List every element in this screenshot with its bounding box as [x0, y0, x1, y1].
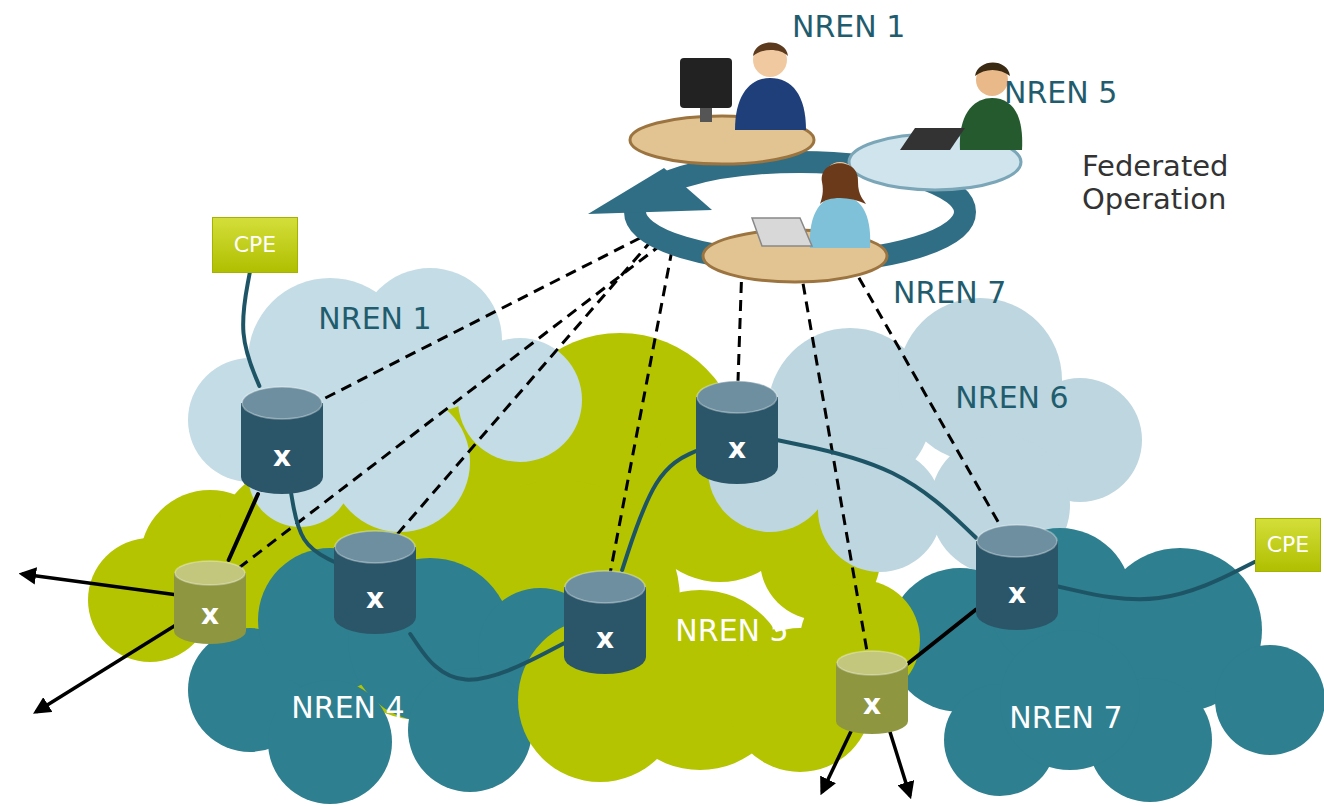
cloud-lobe	[1215, 645, 1324, 755]
nren-cloud-shape	[188, 268, 582, 532]
network-link	[622, 451, 696, 570]
network-name: NREN 6	[955, 381, 1068, 414]
operator-label: NREN 7	[893, 276, 1006, 311]
cylinder-top	[335, 531, 415, 563]
network-cloud: NREN 5	[667, 610, 797, 651]
laptop	[752, 218, 812, 246]
cloud-lobe	[1000, 630, 1140, 770]
router-mark: x	[201, 600, 219, 631]
operator-label: NREN 1	[792, 10, 905, 45]
router-mark: x	[366, 584, 384, 615]
operator-label: NREN 5	[1004, 76, 1117, 111]
operator-hair	[975, 63, 1010, 77]
cylinder-top	[565, 571, 645, 603]
cpe-label: CPE	[234, 233, 277, 257]
cloud-lobe	[330, 392, 470, 532]
router-mark: x	[728, 434, 746, 465]
router-mark: x	[596, 624, 614, 655]
cylinder-shape	[334, 530, 416, 634]
monitor	[680, 58, 732, 108]
network-link	[243, 273, 259, 386]
network-link	[908, 610, 976, 664]
dashed-link	[282, 238, 640, 420]
cylinder-shape	[564, 570, 646, 674]
router-cylinder: x	[976, 524, 1058, 630]
network-cloud: NREN 1	[310, 298, 440, 339]
operator-body	[735, 78, 806, 130]
cylinder-top	[837, 651, 907, 675]
network-name: NREN 4	[291, 691, 404, 724]
network-link	[410, 634, 564, 680]
operator-hair	[753, 43, 788, 57]
operator-head	[753, 43, 787, 77]
federated-operation-illustration	[588, 43, 1022, 283]
cycle-arrowhead	[588, 168, 712, 214]
dashed-link	[605, 250, 672, 600]
router-cylinder: x	[241, 386, 323, 494]
cloud-lobe	[458, 338, 582, 462]
operator-hair	[820, 163, 866, 204]
dashed-link	[800, 266, 872, 680]
dashed-link	[210, 244, 662, 590]
router-mark: x	[1008, 579, 1026, 610]
network-link	[1058, 562, 1255, 599]
cylinder-shape	[696, 380, 778, 484]
management-links	[210, 238, 1017, 680]
router-cylinder: x	[174, 560, 246, 644]
cloud-lobe	[518, 618, 682, 782]
network-name: NREN 1	[318, 302, 431, 335]
cylinder-shape	[241, 386, 323, 494]
cylinder-top	[175, 561, 245, 585]
network-name: NREN 5	[675, 614, 788, 647]
network-cloud: NREN 6	[947, 377, 1077, 418]
network-cloud: NREN 7	[1001, 697, 1131, 738]
monitor-stand	[700, 108, 712, 122]
cylinder-top	[242, 387, 322, 419]
router-cylinder: x	[836, 650, 908, 734]
cylinder-shape	[976, 524, 1058, 630]
router-cylinder: x	[564, 570, 646, 674]
cpe-label: CPE	[1267, 533, 1310, 557]
dashed-link	[375, 240, 652, 560]
federation-caption: Federated Operation	[1082, 150, 1282, 217]
external-arrow	[22, 574, 200, 598]
network-link	[291, 494, 334, 562]
cpe-box: CPE	[212, 217, 298, 273]
cloud-layer	[88, 268, 1324, 804]
operator-body	[810, 196, 870, 248]
external-links	[22, 574, 910, 796]
network-cloud: NREN 4	[283, 687, 413, 728]
cylinder-top	[977, 525, 1057, 557]
network-link	[778, 440, 976, 537]
cylinder-top	[697, 381, 777, 413]
network-link	[229, 494, 258, 560]
router-mark: x	[273, 442, 291, 473]
laptop	[900, 128, 965, 150]
cpe-box: CPE	[1255, 518, 1321, 572]
router-cylinder: x	[696, 380, 778, 484]
router-cylinder: x	[334, 530, 416, 634]
router-mark: x	[863, 690, 881, 721]
cloud-lobe	[408, 668, 532, 792]
network-name: NREN 7	[1009, 701, 1122, 734]
